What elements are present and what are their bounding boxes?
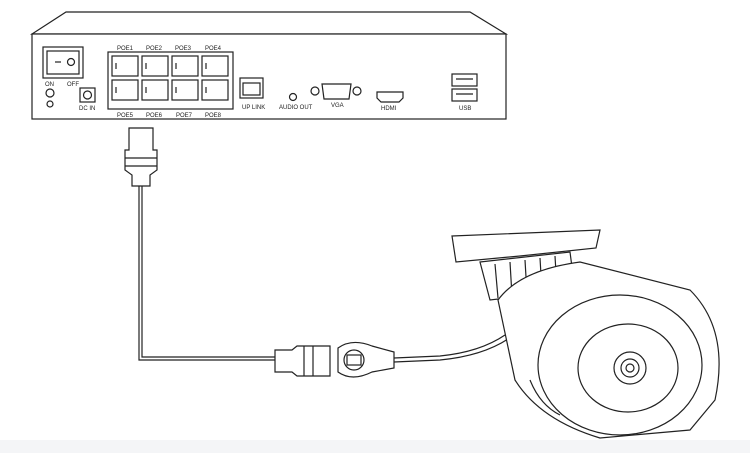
poe7-label: POE7 — [176, 113, 193, 119]
svg-text:HDMI: HDMI — [381, 106, 397, 112]
power-switch: ON OFF — [42, 46, 84, 88]
ethernet-cable — [124, 127, 509, 378]
rj45-plug-top — [124, 127, 158, 187]
poe7-port — [171, 79, 199, 101]
poe5-label: POE5 — [117, 113, 134, 119]
svg-text:USB: USB — [459, 106, 471, 112]
ground-symbol-icon — [46, 100, 54, 108]
svg-text:UP LINK: UP LINK — [242, 105, 265, 111]
poe4-label: POE4 — [205, 46, 222, 52]
nvr-top-face — [29, 11, 509, 35]
poe8-port — [201, 79, 229, 101]
poe6-port — [141, 79, 169, 101]
switch-off-label: OFF — [67, 82, 79, 88]
vga-port: VGA — [310, 83, 362, 109]
poe4-port — [201, 55, 229, 77]
rj45-plug-bottom — [274, 345, 331, 377]
poe2-port — [141, 55, 169, 77]
camera-mount-base — [451, 229, 601, 263]
svg-text:AUDIO OUT: AUDIO OUT — [279, 105, 313, 111]
poe1-port — [111, 55, 139, 77]
ground-screw-icon — [45, 88, 55, 98]
poe6-label: POE6 — [146, 113, 163, 119]
svg-text:DC IN: DC IN — [79, 106, 95, 112]
switch-on-label: ON — [45, 82, 54, 88]
bullet-camera — [451, 229, 720, 439]
usb-ports: USB — [451, 73, 478, 112]
nvr-front-panel — [31, 33, 507, 120]
nvr-device: ON OFF DC IN POE1 POE2 POE3 POE4 POE5 PO… — [29, 11, 509, 120]
floor-band — [0, 440, 750, 453]
poe2-label: POE2 — [146, 46, 163, 52]
uplink-port: UP LINK — [239, 77, 265, 111]
poe8-label: POE8 — [205, 113, 222, 119]
audio-out-port: AUDIO OUT — [279, 92, 313, 111]
dc-in-port: DC IN — [79, 87, 96, 112]
poe5-port — [111, 79, 139, 101]
poe3-port — [171, 55, 199, 77]
poe3-label: POE3 — [175, 46, 192, 52]
hdmi-port: HDMI — [376, 91, 404, 112]
poe1-label: POE1 — [117, 46, 134, 52]
svg-text:VGA: VGA — [331, 103, 344, 109]
